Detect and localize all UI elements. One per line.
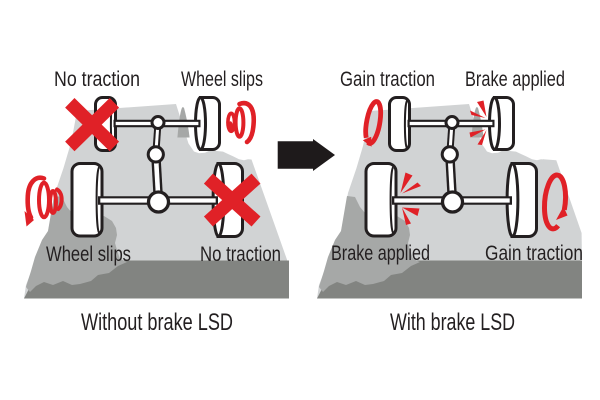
svg-text:Wheel slips: Wheel slips <box>181 68 263 91</box>
svg-text:Without brake LSD: Without brake LSD <box>81 309 233 336</box>
svg-text:With brake LSD: With brake LSD <box>390 309 515 336</box>
svg-text:Gain traction: Gain traction <box>485 242 583 265</box>
svg-text:No traction: No traction <box>54 68 140 91</box>
svg-text:Brake applied: Brake applied <box>331 242 430 265</box>
svg-text:No traction: No traction <box>200 243 281 266</box>
svg-text:Gain traction: Gain traction <box>340 68 435 91</box>
svg-text:Wheel slips: Wheel slips <box>46 243 131 266</box>
svg-text:Brake applied: Brake applied <box>465 68 565 91</box>
